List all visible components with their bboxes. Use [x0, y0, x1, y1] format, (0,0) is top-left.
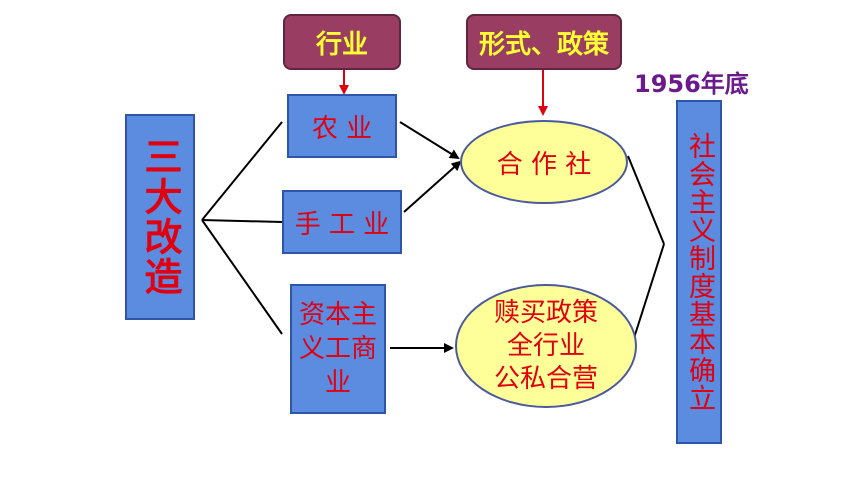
agriculture-box: 农 业	[287, 94, 397, 158]
industry-label-text: 行业	[315, 29, 368, 60]
industry-label: 行业	[283, 14, 401, 70]
three-transformations-text: 三大改造	[138, 137, 182, 297]
joint-ownership-text: 公私合营	[493, 363, 598, 394]
three-transformations-box: 三大改造	[125, 114, 195, 320]
arrow-agriculture-to-cooperative	[399, 121, 460, 160]
form-policy-label-text: 形式、政策	[478, 29, 609, 60]
year-label: 1956年底	[634, 70, 749, 98]
line-cooperative-to-result	[627, 155, 665, 245]
whole-industry-text: 全行业	[506, 330, 585, 361]
line-redemption-to-result	[633, 243, 665, 339]
line-to-handicraft	[201, 219, 283, 223]
redemption-ellipse: 赎买政策 全行业 公私合营	[455, 284, 637, 408]
form-policy-label: 形式、政策	[466, 14, 622, 70]
cooperative-ellipse: 合 作 社	[460, 120, 628, 204]
handicraft-box: 手 工 业	[282, 190, 402, 254]
arrow-handicraft-to-cooperative	[403, 160, 462, 213]
agriculture-text: 农 业	[311, 113, 373, 144]
redemption-policy-text: 赎买政策	[493, 297, 598, 328]
result-text: 社会主义制度基本确立	[684, 132, 715, 412]
line-to-capitalist	[201, 219, 283, 335]
line-to-agriculture	[201, 121, 283, 221]
cooperative-text: 合 作 社	[496, 149, 592, 180]
handicraft-text: 手 工 业	[294, 209, 390, 240]
capitalist-box: 资本主义工商业	[290, 284, 386, 414]
capitalist-text: 资本主义工商业	[298, 300, 377, 398]
result-box: 社会主义制度基本确立	[676, 100, 722, 444]
